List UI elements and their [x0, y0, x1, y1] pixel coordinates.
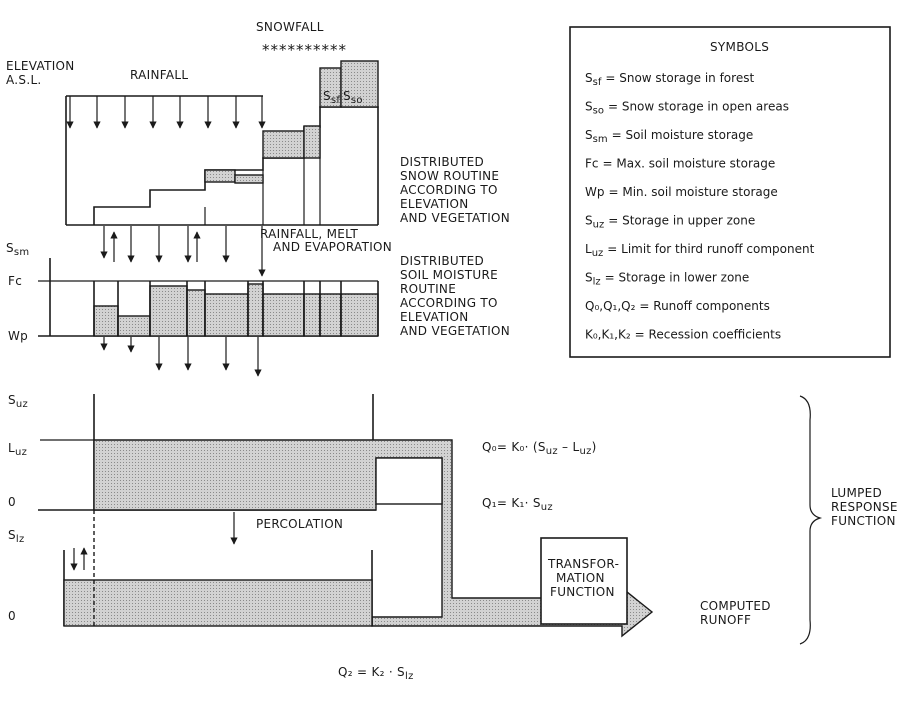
zero-upper-label: 0 [8, 495, 16, 509]
elevation-unit-label: A.S.L. [6, 73, 42, 87]
elevation-label: ELEVATION [6, 59, 75, 73]
rain-melt-caption: RAINFALL, MELT AND EVAPORATION [260, 227, 392, 254]
snow-pack [303, 125, 321, 159]
symbol-row: Wp= Min. soil moisture storage [585, 185, 778, 199]
svg-text:RESPONSE: RESPONSE [831, 500, 898, 514]
soil-moisture-panel: Ssm Fc Wp DISTRIBUTED [6, 241, 510, 343]
q2-equation: Q₂ = K₂ · Slz [338, 665, 414, 682]
soil-store [149, 285, 188, 337]
soil-store [93, 305, 119, 337]
svg-text:MATION: MATION [556, 571, 605, 585]
svg-text:DISTRIBUTED: DISTRIBUTED [400, 155, 484, 169]
q0-equation: Q₀= K₀· (Suz – Luz) [482, 440, 597, 457]
lumped-brace [799, 395, 823, 645]
svg-text:SNOW ROUTINE: SNOW ROUTINE [400, 169, 499, 183]
transformation-function-box [540, 537, 628, 625]
soil-routine-caption: DISTRIBUTED SOIL MOISTURE ROUTINE ACCORD… [400, 254, 510, 338]
svg-text:AND EVAPORATION: AND EVAPORATION [273, 240, 392, 254]
soil-store [303, 293, 321, 337]
melt-arrows [100, 226, 266, 277]
suz-axis-label: Suz [8, 393, 28, 410]
symbols-legend: SYMBOLS Ssf= Snow storage in forestSso= … [569, 26, 891, 358]
percolation-label: PERCOLATION [256, 517, 343, 531]
svg-text:SOIL MOISTURE: SOIL MOISTURE [400, 268, 498, 282]
snow-pack-open [340, 60, 379, 108]
svg-text:RAINFALL, MELT: RAINFALL, MELT [260, 227, 358, 241]
elevation-zones [93, 106, 379, 225]
svg-text:ELEVATION: ELEVATION [400, 197, 469, 211]
ssm-axis-label: Ssm [6, 241, 29, 258]
zero-lower-label: 0 [8, 609, 16, 623]
luz-axis-label: Luz [8, 441, 27, 458]
sso-label: Sso [343, 89, 363, 106]
soil-store [319, 293, 342, 337]
symbol-row: Slz= Storage in lower zone [585, 271, 749, 288]
symbol-row: Ssm= Soil moisture storage [585, 128, 753, 145]
symbol-row: Ssf= Snow storage in forest [585, 71, 754, 88]
symbol-row: K₀,K₁,K₂= Recession coefficients [585, 328, 781, 342]
fc-axis-label: Fc [8, 274, 22, 288]
svg-text:AND VEGETATION: AND VEGETATION [400, 324, 510, 338]
svg-text:RUNOFF: RUNOFF [700, 613, 751, 627]
rainfall-label: RAINFALL [130, 68, 188, 82]
snow-routine-panel: SNOWFALL ********** ELEVATION A.S.L. RAI… [6, 20, 510, 254]
rainfall-arrows [66, 96, 266, 129]
symbol-row: Luz= Limit for third runoff component [585, 242, 815, 259]
lower-zone-storage [63, 579, 373, 627]
snow-pack [204, 169, 236, 183]
transformation-label: TRANSFOR- MATION FUNCTION [547, 557, 619, 599]
symbol-row: Fc= Max. soil moisture storage [585, 157, 775, 171]
svg-text:ELEVATION: ELEVATION [400, 310, 469, 324]
soil-store [117, 315, 151, 337]
symbol-row: Sso= Snow storage in open areas [585, 100, 789, 117]
svg-text:FUNCTION: FUNCTION [831, 514, 896, 528]
snow-pack [262, 130, 305, 159]
q1-equation: Q₁= K₁· Suz [482, 496, 553, 513]
snowfall-label: SNOWFALL [256, 20, 324, 34]
svg-text:FUNCTION: FUNCTION [550, 585, 615, 599]
soil-store [186, 289, 206, 337]
response-function-panel: Suz Luz 0 Slz 0 PERCOLATION TRANSFOR- MA… [8, 393, 898, 682]
snowfall-stars: ********** [262, 41, 347, 59]
svg-text:ROUTINE: ROUTINE [400, 282, 456, 296]
svg-text:TRANSFOR-: TRANSFOR- [547, 557, 619, 571]
svg-text:COMPUTED: COMPUTED [700, 599, 771, 613]
symbols-title: SYMBOLS [710, 40, 769, 54]
symbol-row: Q₀,Q₁,Q₂= Runoff components [585, 299, 770, 313]
soil-store [262, 293, 305, 337]
soil-store [204, 293, 249, 337]
soil-store [247, 283, 264, 337]
q1-outlet-box [375, 457, 443, 505]
snow-routine-caption: DISTRIBUTED SNOW ROUTINE ACCORDING TO EL… [400, 155, 510, 225]
soil-store [340, 293, 379, 337]
symbol-row: Suz= Storage in upper zone [585, 214, 755, 231]
computed-runoff-label: COMPUTED RUNOFF [700, 599, 771, 627]
svg-text:LUMPED: LUMPED [831, 486, 882, 500]
svg-text:DISTRIBUTED: DISTRIBUTED [400, 254, 484, 268]
ssf-label: Ssf [323, 89, 340, 106]
svg-text:ACCORDING TO: ACCORDING TO [400, 183, 498, 197]
snow-pack [234, 174, 264, 184]
svg-text:ACCORDING TO: ACCORDING TO [400, 296, 498, 310]
wp-axis-label: Wp [8, 329, 28, 343]
lumped-response-label: LUMPED RESPONSE FUNCTION [831, 486, 898, 528]
svg-text:AND VEGETATION: AND VEGETATION [400, 211, 510, 225]
slz-axis-label: Slz [8, 528, 25, 545]
recharge-arrows [100, 337, 262, 377]
